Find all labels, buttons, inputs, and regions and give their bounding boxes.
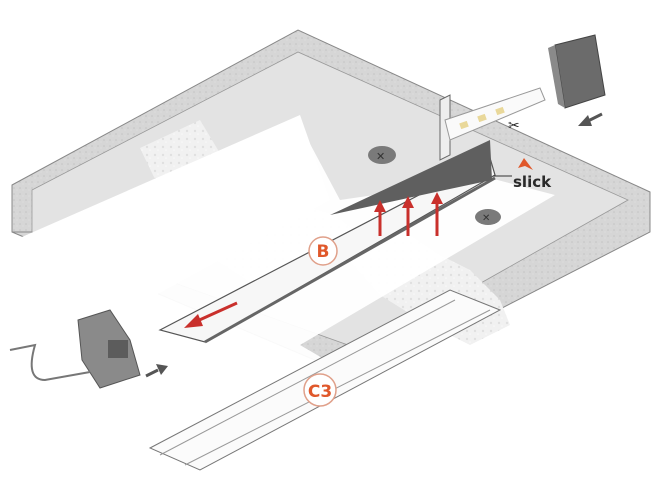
screw-icon: ✕ (475, 209, 501, 225)
svg-text:✕: ✕ (482, 213, 490, 224)
screw-icon: ✕ (368, 146, 396, 164)
brand-text: slick (513, 173, 552, 191)
end-cap-bottom (77, 309, 141, 389)
label-b: B (308, 236, 338, 266)
end-cap-top (548, 34, 606, 109)
label-b-text: B (317, 242, 330, 262)
arrow-left-icon (184, 301, 238, 328)
power-cable (9, 343, 91, 382)
brand-logo: slick (493, 158, 552, 191)
label-c3: C3 (303, 373, 337, 407)
label-c3-text: C3 (308, 382, 332, 402)
led-strip (444, 87, 546, 141)
svg-text:✕: ✕ (376, 150, 385, 163)
scissors-icon: ✂ (508, 118, 520, 134)
arrow-up-icon (374, 192, 443, 236)
arrow-grey-icon (145, 112, 603, 378)
